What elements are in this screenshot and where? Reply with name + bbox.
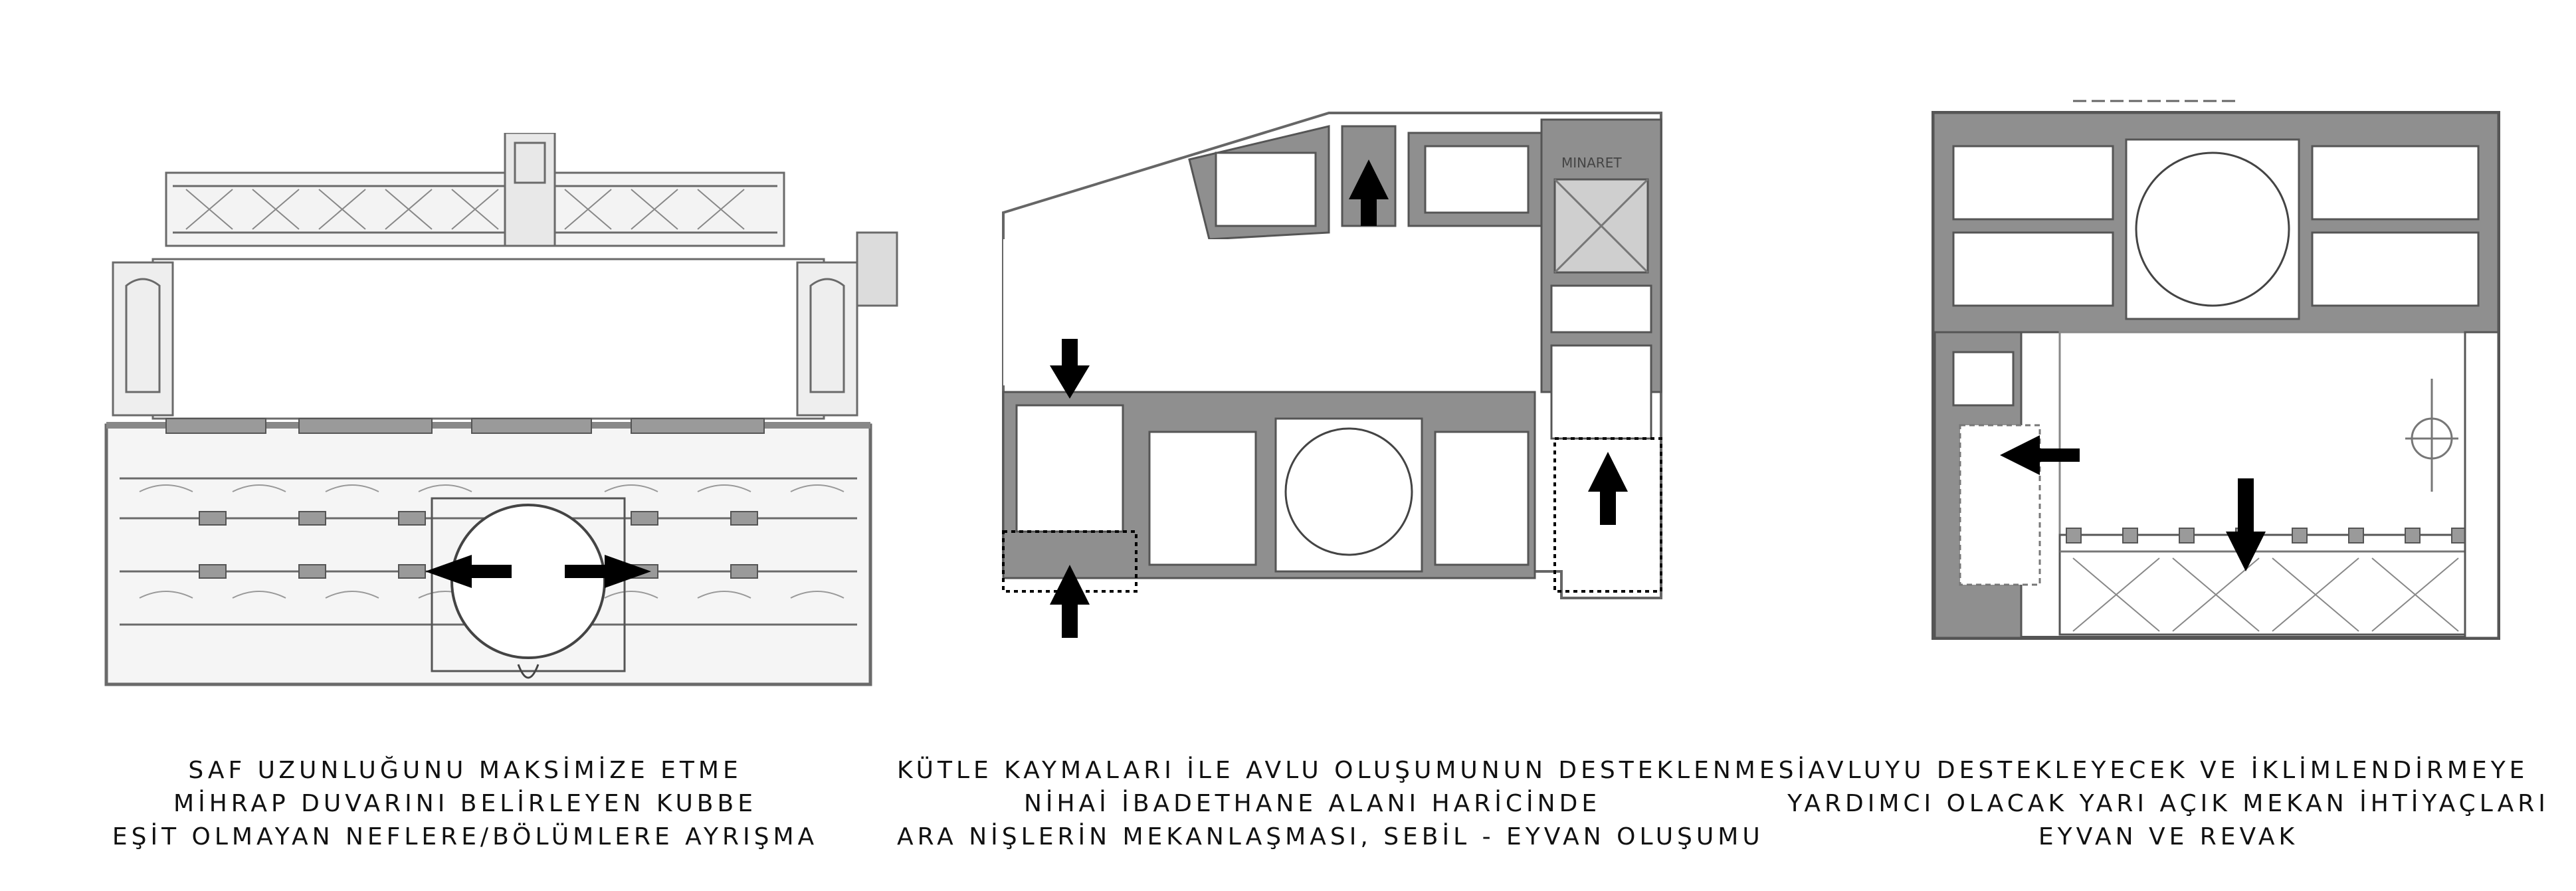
caption-line: EYVAN VE REVAK: [2038, 823, 2299, 850]
plan-2-arrows: [1050, 159, 1628, 638]
caption-panel-3: AVLUYU DESTEKLEYECEK VE İKLİMLENDİRMEYE …: [1761, 754, 2576, 854]
caption-line: ARA NİŞLERİN MEKANLAŞMASI, SEBİL - EYVAN…: [897, 823, 1764, 850]
caption-panel-1: SAF UZUNLUĞUNU MAKSİMİZE ETME MİHRAP DUV…: [100, 754, 831, 854]
caption-line: EŞİT OLMAYAN NEFLERE/BÖLÜMLERE AYRIŞMA: [112, 823, 819, 850]
plan-3-drawing: [1932, 100, 2500, 640]
caption-line: NİHAİ İBADETHANE ALANI HARİCİNDE: [1023, 790, 1601, 817]
caption-line: SAF UZUNLUĞUNU MAKSİMİZE ETME: [188, 757, 742, 784]
caption-panel-2: KÜTLE KAYMALARI İLE AVLU OLUŞUMUNUN DEST…: [897, 754, 1809, 854]
caption-line: KÜTLE KAYMALARI İLE AVLU OLUŞUMUNUN DEST…: [897, 757, 1809, 784]
caption-line: AVLUYU DESTEKLEYECEK VE İKLİMLENDİRMEYE: [1808, 757, 2529, 784]
caption-line: MİHRAP DUVARINI BELİRLEYEN KUBBE: [173, 790, 757, 817]
plan-1-drawing: [104, 133, 898, 686]
minaret-label: MINARET: [1561, 155, 1622, 171]
plan-2-drawing: MINARET: [1002, 112, 1662, 638]
plan-1-arrows: [425, 555, 651, 588]
plan-3-arrows: [2000, 435, 2266, 571]
caption-line: YARDIMCI OLACAK YARI AÇIK MEKAN İHTİYAÇL…: [1787, 790, 2549, 817]
